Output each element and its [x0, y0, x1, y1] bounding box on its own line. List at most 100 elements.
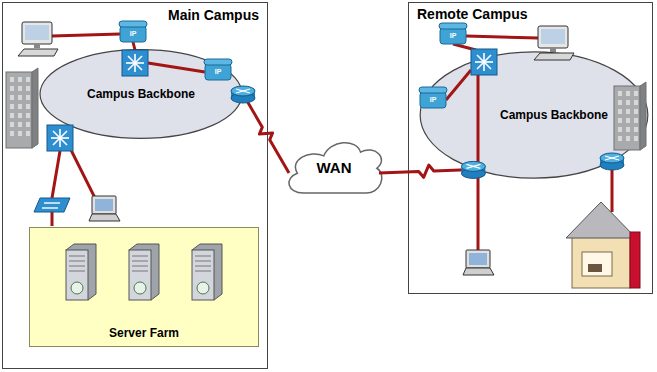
- router-arrow: [236, 89, 250, 93]
- phone-handset: [204, 59, 232, 65]
- building-window: [634, 109, 638, 114]
- switch-body: [122, 50, 148, 76]
- network-cable: [148, 63, 205, 72]
- building-window: [626, 127, 630, 132]
- router-arrow: [605, 156, 619, 160]
- laptop-icon: [89, 196, 120, 221]
- building-window: [10, 113, 14, 118]
- network-cable: [52, 34, 120, 36]
- building-window: [10, 131, 14, 136]
- building-window: [10, 122, 14, 127]
- phone-handset: [419, 87, 447, 93]
- home-office-icon: [566, 202, 640, 288]
- router-arrow: [605, 156, 619, 160]
- server-bay: [195, 256, 211, 257]
- building-window: [634, 127, 638, 132]
- server-bay: [69, 261, 85, 262]
- building-window: [18, 122, 22, 127]
- building-window: [18, 77, 22, 82]
- phone-label: IP: [120, 26, 146, 42]
- server-bay: [132, 271, 148, 272]
- laptop-screen: [469, 253, 487, 265]
- node-label: Main Campus: [168, 7, 259, 23]
- server-front: [192, 250, 214, 300]
- switch-arrow: [44, 202, 60, 203]
- server-badge: [197, 282, 209, 294]
- wan-link: [243, 94, 289, 173]
- switch-arrow: [477, 55, 484, 62]
- building-window: [26, 131, 30, 136]
- ellipse-outline: [420, 52, 648, 178]
- laptop-icon: [463, 250, 494, 275]
- network-cable: [133, 42, 135, 50]
- house-desk: [588, 264, 602, 272]
- router-arrow: [466, 164, 480, 168]
- multilayer-switch-icon: [471, 49, 497, 75]
- building-window: [18, 131, 22, 136]
- server-front: [66, 250, 88, 300]
- server-bay: [195, 271, 211, 272]
- switch-arrow: [42, 207, 58, 208]
- server-bay: [132, 261, 148, 262]
- switch-arrow: [60, 138, 67, 145]
- wan-cloud: WAN: [283, 136, 385, 198]
- network-cable: [52, 151, 60, 198]
- pc-keyboard: [18, 49, 58, 56]
- server-front: [129, 250, 151, 300]
- switch-arrow: [135, 63, 142, 70]
- switch-arrow: [128, 63, 135, 70]
- network-cable: [611, 168, 614, 212]
- switch-arrow: [484, 55, 491, 62]
- laptop-lid: [466, 250, 490, 268]
- server-bay: [69, 256, 85, 257]
- ip-phone-icon: [119, 21, 147, 42]
- pc-stand: [550, 48, 556, 52]
- laptop-base: [463, 268, 494, 275]
- building-window: [26, 113, 30, 118]
- server-bay: [132, 266, 148, 267]
- phone-handset: [119, 21, 147, 27]
- server-icon: [192, 244, 222, 300]
- pc-keyboard: [534, 53, 574, 60]
- server-bay: [195, 266, 211, 267]
- node-label: Remote Campus: [417, 6, 527, 22]
- phone-body: [440, 28, 466, 44]
- server-badge: [71, 282, 83, 294]
- laptop-base: [89, 214, 120, 221]
- router-icon: [600, 153, 624, 170]
- switch-arrow: [53, 138, 60, 145]
- pc-monitor: [22, 22, 52, 44]
- building-window: [26, 95, 30, 100]
- laptop-lid: [92, 196, 116, 214]
- network-cable: [51, 212, 54, 226]
- building-window: [626, 100, 630, 105]
- server-bay: [132, 256, 148, 257]
- node-label: Server Farm: [109, 326, 179, 340]
- building-window: [618, 127, 622, 132]
- building-window: [10, 95, 14, 100]
- server-side: [129, 244, 159, 300]
- house-roof: [566, 202, 636, 238]
- server-icon: [66, 244, 96, 300]
- pc-screen: [541, 29, 565, 44]
- ip-phone-icon: [419, 87, 447, 108]
- building-window: [18, 95, 22, 100]
- building-window: [634, 100, 638, 105]
- building-window: [626, 91, 630, 96]
- building-window: [10, 77, 14, 82]
- building-window: [618, 100, 622, 105]
- switch-arrow: [128, 56, 135, 63]
- desktop-pc-icon: [534, 26, 574, 60]
- switch-arrow: [484, 62, 491, 69]
- building-window: [634, 118, 638, 123]
- building-window: [626, 136, 630, 141]
- switch-body: [471, 49, 497, 75]
- router-icon: [461, 161, 485, 178]
- building-front: [614, 86, 640, 150]
- building-window: [26, 104, 30, 109]
- switch-body: [47, 125, 73, 151]
- router-arrow: [236, 89, 250, 93]
